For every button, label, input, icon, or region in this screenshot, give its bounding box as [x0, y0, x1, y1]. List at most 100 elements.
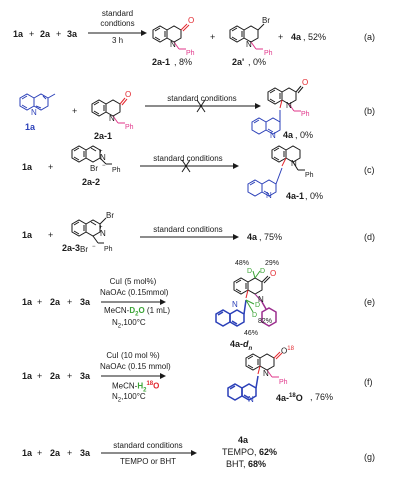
tempo-label: TEMPO,	[222, 447, 260, 457]
reagent-2a-g: 2a	[50, 448, 61, 458]
atm-f-sub: 2	[117, 397, 122, 404]
structure-2a-2	[71, 145, 112, 165]
reagent-3a-f: 3a	[80, 371, 91, 381]
structure-4a-1-quinoline	[247, 167, 283, 197]
product-4a-b: 4a	[283, 130, 294, 140]
reagent-1a-a: 1a	[13, 29, 24, 39]
product-2a-1-label: 2a-1	[152, 57, 171, 67]
structure-2a-1-b	[91, 97, 128, 124]
atom-br-d1: Br	[106, 211, 114, 220]
atom-d-e3: D	[252, 312, 258, 319]
product-4a-1: 4a-1	[286, 191, 305, 201]
product-4a-18O: 4a-18O	[276, 393, 303, 403]
condition-f-cat: CuI (10 mol %)	[106, 351, 160, 360]
atom-n-a1: N	[170, 40, 176, 49]
product-2a-prime-label: 2a'	[232, 57, 245, 67]
plus-g-1: +	[37, 448, 43, 458]
atom-n-c1: N	[100, 153, 106, 162]
reagent-1a-d: 1a	[22, 230, 33, 240]
atom-d-e2: D	[260, 268, 266, 275]
cross-mark-b	[196, 99, 206, 113]
tag-b: (b)	[364, 106, 375, 116]
atom-d-e4: D	[255, 302, 261, 309]
tag-f: (f)	[364, 377, 373, 387]
atom-n-b4: N	[270, 131, 276, 140]
product-4a-18O-base: 4a-	[276, 393, 290, 403]
solvent-e-volume: (1 mL)	[144, 306, 171, 315]
tag-e: (e)	[364, 297, 375, 307]
atom-n-a2: N	[246, 40, 252, 49]
solvent-f-prefix: MeCN-	[112, 381, 138, 391]
ph-f: Ph	[279, 379, 288, 386]
atm-e-temp: ,100°C	[121, 318, 146, 327]
atom-n-d: N	[100, 229, 106, 238]
deuteration-82: 82%	[258, 318, 273, 325]
product-2a-prime-yield: , 0%	[248, 57, 267, 67]
atm-f-temp: ,100°C	[121, 392, 146, 401]
atm-e-sub: 2	[117, 323, 122, 330]
plus-f-1: +	[37, 371, 43, 381]
condition-c: standard conditions	[153, 154, 223, 163]
bht-label: BHT,	[226, 459, 249, 469]
atom-o-b1: O	[125, 90, 132, 99]
atom-n-c3: N	[266, 191, 272, 200]
reagent-2a-2: 2a-2	[82, 177, 101, 187]
bht-yield: 68%	[248, 459, 267, 469]
product-2a-1-yield: , 8%	[174, 57, 193, 67]
plus-a-3: +	[210, 32, 216, 42]
tag-a: (a)	[364, 32, 375, 42]
solvent-e-sub: 2	[135, 311, 139, 318]
reagent-1a-f: 1a	[22, 371, 33, 381]
ph-d: Ph	[104, 246, 113, 253]
atom-n-b3: N	[286, 101, 292, 110]
reagent-2a-f: 2a	[50, 371, 61, 381]
product-4a-18O-sup: 18	[289, 393, 296, 399]
plus-e-2: +	[67, 297, 73, 307]
condition-e-solvent: MeCN-D2O (1 mL)	[104, 307, 170, 318]
plus-f-2: +	[67, 371, 73, 381]
condition-a-line2: condtions	[100, 19, 135, 28]
atom-n-e2: N	[232, 300, 238, 309]
structure-2a-3	[71, 217, 107, 244]
atom-n-c2: N	[291, 159, 297, 168]
atom-o-a: O	[188, 16, 195, 25]
tag-c: (c)	[364, 165, 375, 175]
tag-g: (g)	[364, 452, 375, 462]
atom-n-b2: N	[109, 114, 115, 123]
product-4a-dn-n: n	[248, 345, 253, 352]
atom-o-f: O18	[281, 346, 294, 356]
deuteration-46: 46%	[244, 330, 259, 337]
atom-n-f1: N	[263, 369, 269, 378]
solvent-f-oxygen: O	[153, 381, 160, 391]
ph-b1: Ph	[125, 124, 134, 131]
reagent-3a-e: 3a	[80, 297, 91, 307]
bromide-c: Br	[90, 164, 98, 173]
condition-b: standard conditions	[167, 94, 237, 103]
atom-br-a: Br	[262, 16, 270, 25]
atom-o-e: O	[270, 269, 277, 278]
ph-c2: Ph	[305, 172, 314, 179]
plus-g-2: +	[67, 448, 73, 458]
atom-d-e1: D	[247, 268, 253, 275]
tempo-yield: 62%	[259, 447, 278, 457]
structure-4a-dn-benzyl	[261, 301, 277, 327]
reagent-1a-b: 1a	[25, 122, 36, 132]
condition-a-line1: standard	[101, 9, 134, 18]
product-4a-18O-yield: , 76%	[310, 392, 334, 402]
deuteration-48: 48%	[235, 260, 250, 267]
atom-n-e1: N	[258, 295, 264, 304]
product-4a-d: 4a	[247, 232, 258, 242]
atom-o-f-letter: O	[281, 346, 288, 356]
plus-e-1: +	[37, 297, 43, 307]
product-4a-1-yield: , 0%	[305, 191, 324, 201]
solvent-f-sup: 18	[146, 381, 154, 387]
ph-a1: Ph	[186, 50, 195, 57]
condition-f-base: NaOAc (0.15 mmol)	[100, 362, 171, 371]
condition-g-below: TEMPO or BHT	[119, 457, 176, 466]
plus-d: +	[48, 230, 54, 240]
structure-4a-18O	[245, 351, 283, 378]
product-4a-g: 4a	[238, 435, 249, 445]
structure-1a-b	[19, 93, 56, 111]
atom-n-f2: N	[248, 395, 254, 404]
